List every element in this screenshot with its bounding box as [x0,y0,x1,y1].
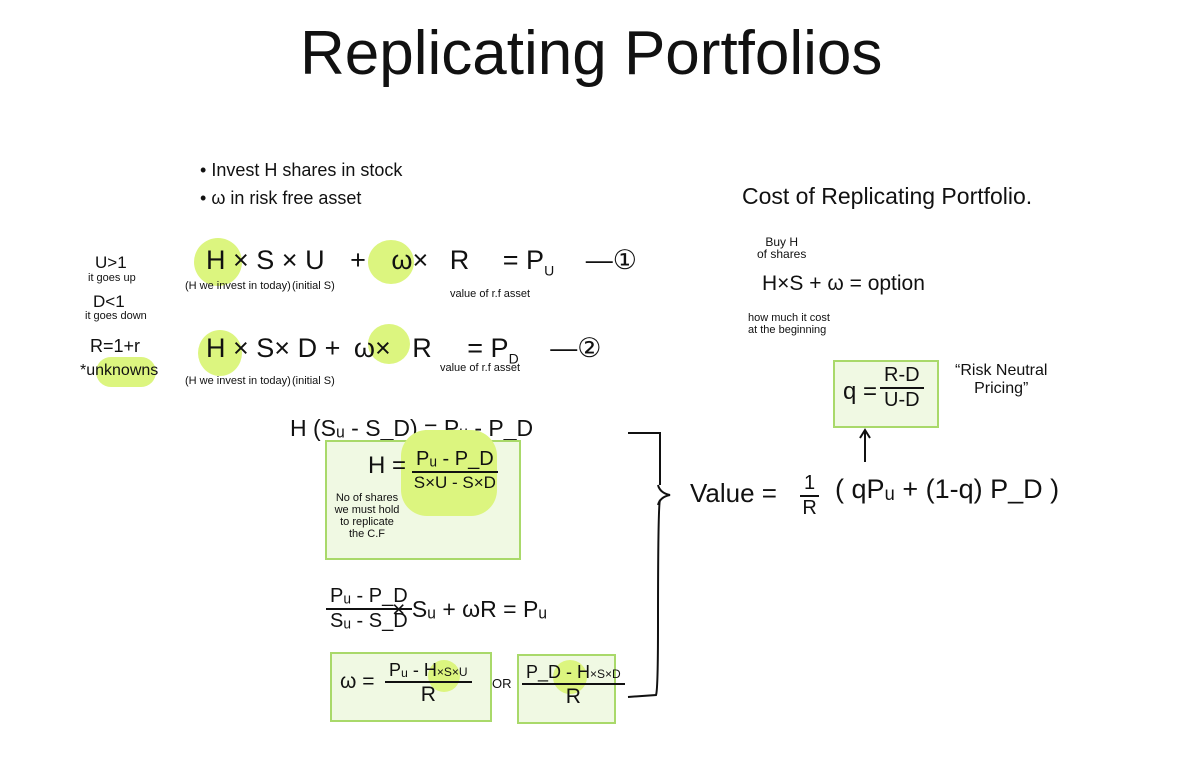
note-line: “Risk Neutral [955,362,1048,379]
w-highlight [368,324,410,364]
denominator: R [802,497,817,519]
h-note: No of shares we must hold to replicate t… [328,492,406,540]
u-description: it goes up [88,272,136,284]
w-highlight [368,240,414,284]
q-box [833,360,939,428]
w-solution-box-1 [330,652,492,722]
note-line: how much it cost [748,312,830,324]
w-var: ω [391,245,413,275]
h-var: H [206,333,226,363]
denominator: Sᵤ - S_D [330,610,408,632]
or-label: OR [492,676,512,691]
q-fraction: R-D U-D [880,364,924,412]
h-lhs: H = [368,452,407,479]
eq-term: × S × U [233,245,325,275]
r-var: R [449,245,470,275]
d-description: it goes down [85,310,147,322]
w-fraction-1: Pᵤ - H×S×U R [385,660,472,707]
denominator: S×U - S×D [413,473,496,492]
u-condition: U>1 [95,253,127,272]
r-definition: R=1+r [90,336,141,356]
bullet-text: Invest H shares in stock [211,160,403,180]
rhs: = P [502,245,545,275]
eq-term: × S× D [233,333,318,363]
w-lhs: ω = [340,670,375,693]
note-r: value of r.f asset [450,288,531,300]
value-rest: ( qPᵤ + (1-q) P_D ) [835,474,1060,504]
h-highlight [428,660,460,692]
h-highlight [194,238,242,286]
equation-tag: —② [550,333,602,363]
page-title: Replicating Portfolios [300,19,883,88]
numerator: P_D - H×S×D [522,662,625,685]
note-line: No of shares [335,492,399,504]
r-var: R [412,333,432,363]
plus: + [324,333,341,363]
numerator: Pᵤ - P_D [326,585,412,610]
d-condition: D<1 [93,292,125,311]
equation-1: H × S × U + ω× R = PU —① [206,245,637,278]
denominator: U-D [884,389,920,411]
times: × [412,245,429,275]
buy-note: Buy H of shares [757,236,806,260]
value-fraction: 1 R [800,472,820,520]
q-lhs: q = [843,378,878,405]
bullet-2: • ω in risk free asset [200,188,362,208]
risk-neutral-label: “Risk Neutral Pricing” [955,362,1047,398]
numerator: Pᵤ - P_D [412,448,498,473]
h-var: H [206,245,226,275]
denominator: R [420,683,436,706]
note-r: value of r.f asset [440,362,521,374]
cost-note: how much it cost at the beginning [748,312,830,336]
h-highlight [198,330,242,376]
note-line: the C.F [348,528,386,540]
rhs-sub: D [508,350,519,367]
h-fraction-highlight [401,430,497,516]
arrow-up-icon [859,428,871,462]
eq4-fraction: Pᵤ - P_D Sᵤ - S_D [326,585,412,633]
numerator: Pᵤ - H×S×U [385,660,472,683]
brace-bracket [627,432,671,698]
cost-heading: Cost of Replicating Portfolio. [742,183,1033,209]
note-line: to replicate [340,516,394,528]
note-s: (initial S) [292,375,335,387]
unknowns-highlight [96,357,156,387]
rhs: = P [467,333,509,363]
times: × [374,333,391,363]
numerator: 1 [800,472,820,497]
value-lhs: Value = [690,478,777,508]
note-line: of shares [757,247,807,261]
plus: + [350,245,366,275]
h-fraction: Pᵤ - P_D S×U - S×D [412,448,498,493]
note-line: Pricing” [974,380,1029,397]
cost-equation: H×S + ω = option [762,272,925,295]
bullet-text: ω in risk free asset [211,188,362,208]
rhs-sub: U [544,262,555,279]
w-var: ω [353,333,375,363]
note-line: Buy H [765,235,799,249]
note-s: (initial S) [292,280,335,292]
h-highlight [553,660,587,694]
unknowns-label: *unknowns [80,362,159,379]
w-fraction-2: P_D - H×S×D R [522,662,625,709]
note-h: (H we invest in today) [185,375,291,387]
note-line: at the beginning [748,324,827,336]
note-h: (H we invest in today) [185,280,291,292]
equation-2: H × S× D + ω× R = PD —② [206,333,601,366]
denominator: R [565,685,581,708]
bullet-1: • Invest H shares in stock [200,160,403,180]
equation-tag: —① [585,245,637,275]
numerator: R-D [880,364,924,389]
note-line: we must hold [334,504,400,516]
eq4-rest: × Sᵤ + ωR = Pᵤ [392,596,548,622]
